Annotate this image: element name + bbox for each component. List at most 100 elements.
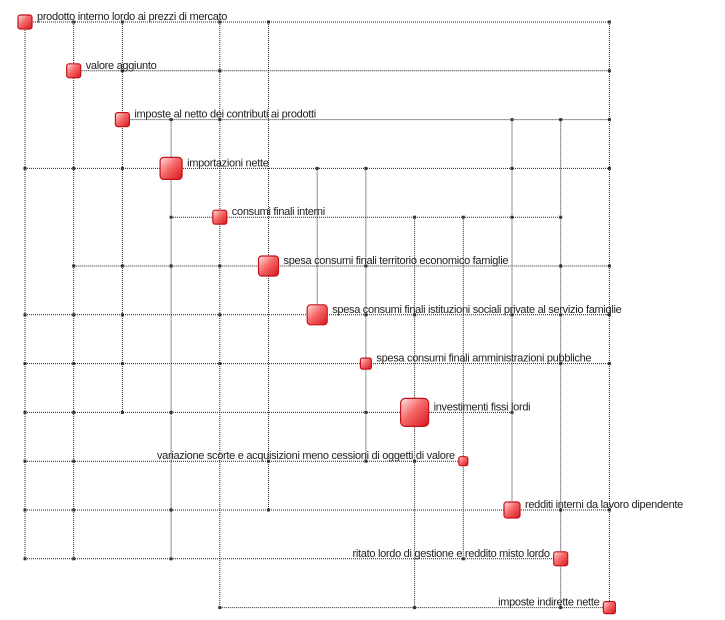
link-dot — [461, 215, 465, 219]
link-dot — [559, 508, 563, 512]
link-dot — [120, 20, 124, 24]
link-dot — [218, 362, 222, 366]
link-dot — [72, 20, 76, 24]
node-label: investimenti fissi lordi — [434, 401, 531, 413]
node-box[interactable] — [17, 14, 33, 30]
link-dot — [607, 166, 611, 170]
link-dot — [413, 459, 417, 463]
node-box[interactable] — [458, 456, 469, 467]
link-dot — [510, 215, 514, 219]
link-dot — [364, 264, 368, 268]
node-label: prodotto interno lordo ai prezzi di merc… — [37, 11, 227, 23]
node-box[interactable] — [114, 111, 131, 128]
link-dot — [267, 508, 270, 512]
node-label: variazione scorte e acquisizioni meno ce… — [157, 450, 455, 462]
node-box[interactable] — [306, 304, 328, 326]
link-dot — [461, 557, 465, 561]
link-dot — [315, 166, 319, 170]
node[interactable]: variazione scorte e acquisizioni meno ce… — [157, 450, 469, 467]
link-dot — [72, 557, 76, 561]
link-dot — [510, 166, 514, 170]
link-dot — [607, 313, 611, 317]
link-dot — [23, 557, 27, 561]
node-label: imposte al netto dei contributi ai prodo… — [134, 109, 316, 121]
link-dot — [607, 118, 611, 122]
node[interactable]: redditi interni da lavoro dipendente — [503, 499, 683, 519]
node-label: consumi finali interni — [232, 206, 325, 218]
node-box[interactable] — [159, 156, 183, 180]
link-dot — [169, 410, 173, 414]
link-dot — [23, 313, 27, 317]
link-dot — [72, 362, 76, 366]
node-label: importazioni nette — [187, 157, 269, 169]
link-dot — [413, 215, 417, 219]
node-box[interactable] — [602, 600, 617, 615]
link-dot — [23, 166, 27, 170]
link-dot — [218, 118, 222, 122]
node-box[interactable] — [553, 551, 569, 567]
link-dot — [364, 459, 368, 463]
link-dot — [169, 118, 173, 122]
node-box[interactable] — [400, 397, 430, 427]
link-dot — [218, 264, 222, 268]
link-dot — [413, 606, 417, 610]
node[interactable]: imposte indirette nette — [498, 597, 617, 615]
link-dot — [218, 313, 222, 317]
link-dot — [559, 264, 563, 268]
link-dot — [72, 459, 76, 463]
link-dot — [267, 20, 270, 24]
link-dot — [364, 410, 368, 414]
link-dot — [169, 264, 173, 268]
link-dot — [218, 69, 222, 73]
node-box[interactable] — [359, 357, 372, 370]
node[interactable]: spesa consumi finali istituzioni sociali… — [306, 304, 622, 326]
node[interactable]: spesa consumi finali amministrazioni pub… — [359, 353, 592, 370]
link-dot — [120, 166, 124, 170]
node-box[interactable] — [66, 63, 82, 79]
node[interactable]: prodotto interno lordo ai prezzi di merc… — [17, 11, 228, 30]
link-dot — [510, 410, 514, 414]
link-dot — [169, 215, 173, 219]
link-dot — [72, 264, 76, 268]
link-dot — [559, 313, 563, 317]
node[interactable]: consumi finali interni — [212, 206, 325, 225]
node-label: spesa consumi finali amministrazioni pub… — [376, 353, 591, 365]
link-dot — [510, 313, 514, 317]
node[interactable]: investimenti fissi lordi — [400, 397, 531, 427]
node-box[interactable] — [212, 209, 228, 225]
link-dot — [218, 606, 222, 610]
node[interactable]: spesa consumi finali territorio economic… — [257, 255, 509, 277]
link-dot — [607, 69, 611, 73]
link-dot — [120, 313, 124, 317]
link-dot — [607, 264, 611, 268]
link-dot — [218, 20, 222, 24]
link-dot — [267, 459, 270, 463]
node[interactable]: valore aggiunto — [66, 60, 157, 79]
link-dot — [559, 118, 563, 122]
link-dot — [559, 215, 563, 219]
node[interactable]: ritato lordo di gestione e reddito misto… — [353, 548, 569, 567]
node[interactable]: imposte al netto dei contributi ai prodo… — [114, 109, 316, 128]
link-dot — [23, 362, 27, 366]
node-label: redditi interni da lavoro dipendente — [525, 499, 683, 511]
node-label: ritato lordo di gestione e reddito misto… — [353, 548, 550, 560]
link-dot — [559, 362, 563, 366]
node-box[interactable] — [503, 501, 521, 519]
link-dot — [364, 166, 368, 170]
node[interactable]: importazioni nette — [159, 156, 269, 180]
link-dot — [169, 508, 173, 512]
link-dot — [120, 264, 124, 268]
link-dot — [72, 508, 76, 512]
link-dot — [72, 410, 76, 414]
link-dot — [120, 410, 124, 414]
link-dot — [607, 508, 611, 512]
link-dot — [607, 20, 611, 24]
link-dot — [559, 606, 563, 610]
link-dot — [23, 410, 27, 414]
node-label: spesa consumi finali istituzioni sociali… — [332, 304, 621, 316]
node-label: spesa consumi finali territorio economic… — [284, 255, 509, 267]
link-dot — [413, 313, 417, 317]
link-dot — [120, 69, 124, 73]
node-box[interactable] — [257, 255, 280, 277]
